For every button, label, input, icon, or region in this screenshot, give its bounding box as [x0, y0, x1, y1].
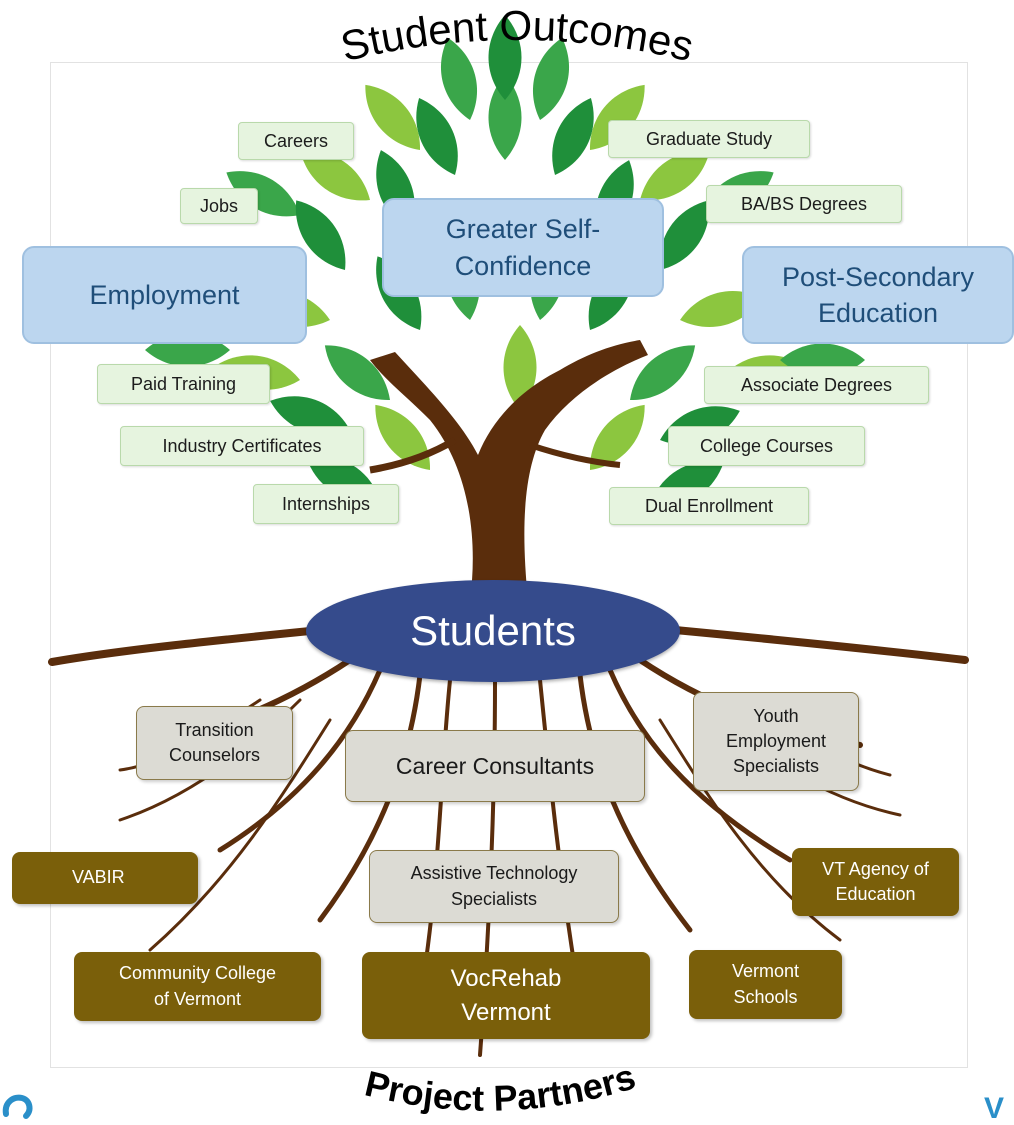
logo-mark-right: V	[984, 1092, 1005, 1125]
box-transition-counselors-label: Transition Counselors	[168, 719, 261, 765]
box-vabir-label: VABIR	[72, 867, 125, 888]
students-label: Students	[410, 607, 576, 654]
page-title: Student Outcomes	[336, 2, 698, 70]
box-assistive-technology: Assistive Technology Specialists	[369, 850, 619, 923]
logo-mark-left	[2, 1094, 33, 1119]
box-associate-degrees-label: Associate Degrees	[740, 374, 893, 395]
box-internships: Internships	[253, 484, 399, 524]
box-internships-label: Internships	[281, 493, 371, 514]
box-paid-training-label: Paid Training	[130, 373, 237, 394]
box-vermont-schools: Vermont Schools	[689, 950, 842, 1019]
title-arc: Student Outcomes	[336, 2, 698, 70]
box-ba-bs-degrees-label: BA/BS Degrees	[740, 193, 868, 214]
box-ccv: Community College of Vermont	[74, 952, 321, 1021]
box-paid-training: Paid Training	[97, 364, 270, 404]
box-employment-label: Employment	[89, 279, 240, 310]
box-industry-certificates-label: Industry Certificates	[162, 435, 322, 456]
box-careers: Careers	[238, 122, 354, 160]
box-graduate-study-label: Graduate Study	[645, 128, 773, 149]
box-employment: Employment	[22, 246, 307, 344]
box-jobs-label: Jobs	[199, 195, 239, 216]
box-vocrehab: VocRehab Vermont	[362, 952, 650, 1039]
box-vabir: VABIR	[12, 852, 198, 904]
box-career-consultants: Career Consultants	[345, 730, 645, 802]
box-career-consultants-label: Career Consultants	[395, 752, 595, 779]
box-self-confidence: Greater Self- Confidence	[382, 198, 664, 297]
box-vt-agency: VT Agency of Education	[792, 848, 959, 916]
box-careers-label: Careers	[263, 130, 329, 151]
box-vt-agency-label: VT Agency of Education	[822, 858, 929, 904]
box-dual-enrollment-label: Dual Enrollment	[644, 495, 774, 516]
box-associate-degrees: Associate Degrees	[704, 366, 929, 404]
box-ba-bs-degrees: BA/BS Degrees	[706, 185, 902, 223]
box-youth-employment-label: Youth Employment Specialists	[725, 705, 827, 777]
box-transition-counselors: Transition Counselors	[136, 706, 293, 780]
box-assistive-technology-label: Assistive Technology Specialists	[410, 863, 578, 909]
tree-trunk	[370, 340, 648, 600]
box-ccv-label: Community College of Vermont	[118, 963, 277, 1009]
box-post-secondary: Post-Secondary Education	[742, 246, 1014, 344]
students-ellipse: Students	[306, 580, 680, 682]
box-post-secondary-label: Post-Secondary Education	[781, 261, 975, 328]
box-jobs: Jobs	[180, 188, 258, 224]
footer-title: Project Partners	[361, 1056, 640, 1119]
tree-branch-right	[529, 442, 621, 468]
tree-branch-left	[369, 436, 457, 474]
box-college-courses-label: College Courses	[699, 435, 834, 456]
box-self-confidence-label: Greater Self- Confidence	[445, 214, 601, 281]
box-industry-certificates: Industry Certificates	[120, 426, 364, 466]
box-college-courses: College Courses	[668, 426, 865, 466]
box-graduate-study: Graduate Study	[608, 120, 810, 158]
box-vermont-schools-label: Vermont Schools	[731, 961, 800, 1007]
box-vocrehab-label: VocRehab Vermont	[450, 964, 562, 1026]
footer-arc: Project Partners	[361, 1056, 640, 1119]
box-dual-enrollment: Dual Enrollment	[609, 487, 809, 525]
box-youth-employment: Youth Employment Specialists	[693, 692, 859, 791]
